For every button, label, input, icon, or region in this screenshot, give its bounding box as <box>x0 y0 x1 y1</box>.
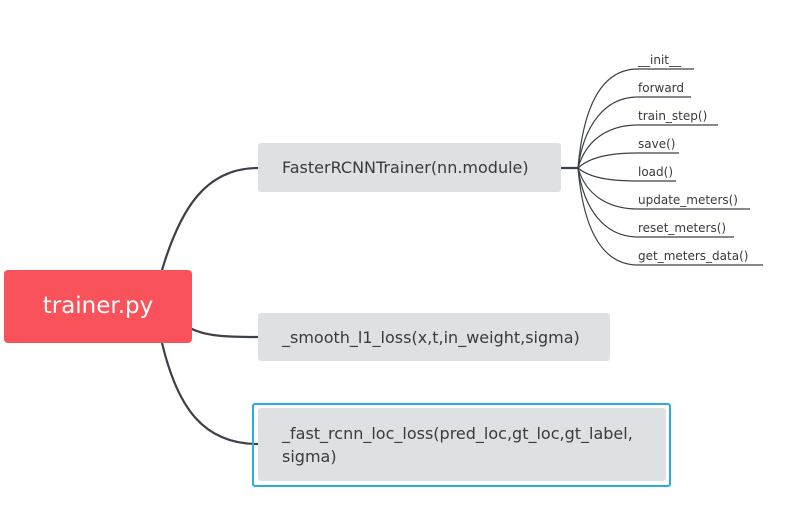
leaf-node-init[interactable]: __init__ <box>638 53 681 67</box>
leaf-node-forward[interactable]: forward <box>638 81 685 95</box>
leaf-node-get-meters-data[interactable]: get_meters_data() <box>638 249 749 263</box>
branch-node-smooth-l1-loss[interactable]: _smooth_l1_loss(x,t,in_weight,sigma) <box>258 313 610 361</box>
root-node[interactable]: trainer.py <box>4 270 192 343</box>
branch-node-fast-rcnn-loc-loss[interactable]: _fast_rcnn_loc_loss(pred_loc,gt_loc,gt_l… <box>258 408 666 481</box>
branch-node-trainer[interactable]: FasterRCNNTrainer(nn.module) <box>258 143 561 192</box>
selection-outline <box>252 403 671 487</box>
connector-leaf-save <box>577 152 679 169</box>
leaf-node-save[interactable]: save() <box>638 137 676 151</box>
connector-root-to-loc-loss <box>160 342 259 446</box>
leaf-node-update-meters[interactable]: update_meters() <box>638 193 738 207</box>
leaf-node-reset-meters[interactable]: reset_meters() <box>638 221 727 235</box>
connector-root-to-trainer <box>160 166 259 271</box>
root-node-label: trainer.py <box>42 292 154 319</box>
branch-node-label: _smooth_l1_loss(x,t,in_weight,sigma) <box>282 327 580 347</box>
leaf-node-load[interactable]: load() <box>638 165 674 179</box>
leaf-node-train-step[interactable]: train_step() <box>638 109 708 123</box>
branch-node-label: _fast_rcnn_loc_loss(pred_loc,gt_loc,gt_l… <box>282 423 633 466</box>
connector-leaf-train-step <box>577 124 718 169</box>
connector-leaf-init <box>577 68 694 169</box>
connector-leaf-get-meters-data <box>577 167 763 266</box>
connector-root-to-smooth-loss <box>189 327 259 339</box>
branch-node-label: FasterRCNNTrainer(nn.module) <box>282 158 529 177</box>
connector-leaf-reset-meters <box>577 167 734 238</box>
connector-leaf-forward <box>577 96 691 169</box>
connector-leaf-load <box>577 167 676 182</box>
connector-leaf-update-meters <box>577 167 750 210</box>
